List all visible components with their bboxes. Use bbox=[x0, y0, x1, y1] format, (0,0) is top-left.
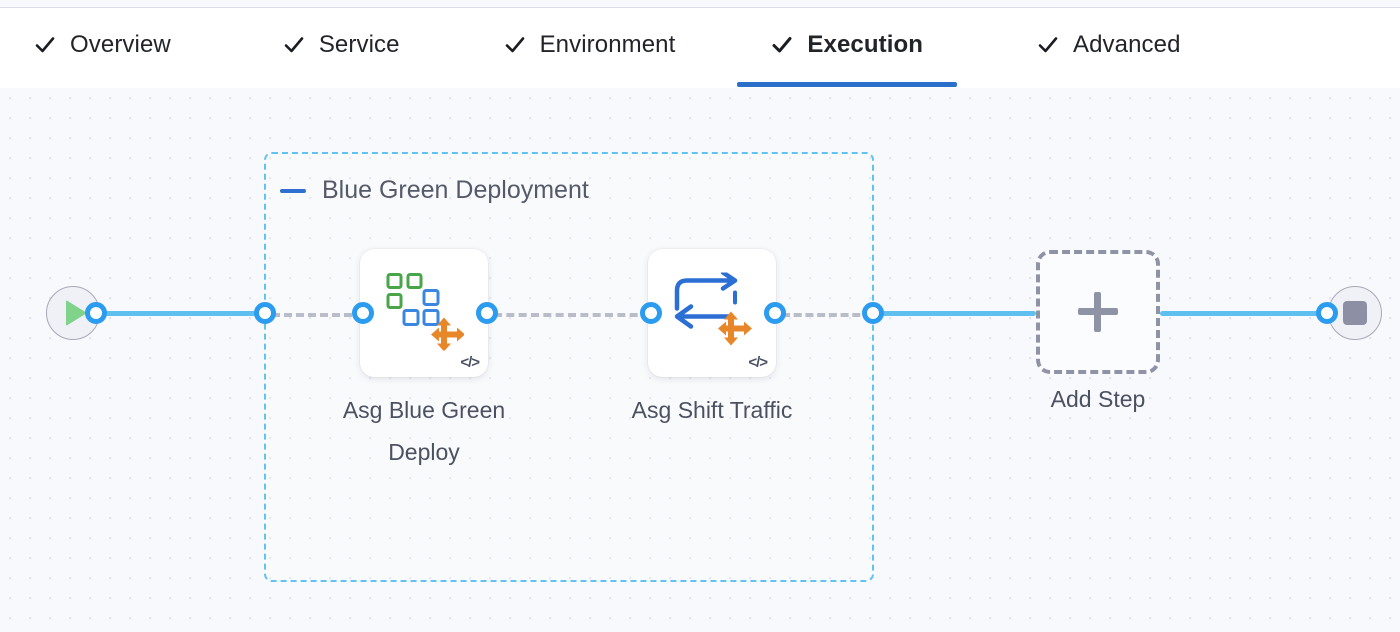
port-step1-output[interactable] bbox=[476, 302, 498, 324]
port-end-input[interactable] bbox=[1316, 302, 1338, 324]
stop-icon bbox=[1343, 301, 1367, 325]
stage-group-header[interactable]: Blue Green Deployment bbox=[280, 176, 589, 205]
tab-active-underline bbox=[737, 82, 957, 87]
tab-execution[interactable]: Execution bbox=[737, 9, 957, 87]
add-step-node[interactable]: Add Step bbox=[1036, 250, 1160, 412]
port-group-input[interactable] bbox=[254, 302, 276, 324]
tab-label: Service bbox=[318, 31, 400, 58]
check-icon bbox=[504, 34, 526, 56]
tab-overview[interactable]: Overview bbox=[34, 9, 171, 87]
step-label: Asg Shift Traffic bbox=[631, 397, 793, 423]
step-node-asg-blue-green-deploy[interactable]: </> Asg Blue Green Deploy bbox=[343, 249, 505, 465]
asg-blue-green-deploy-icon bbox=[384, 271, 465, 356]
port-step2-input[interactable] bbox=[640, 302, 662, 324]
connector-addstep-to-end bbox=[1160, 311, 1324, 316]
port-step2-output[interactable] bbox=[764, 302, 786, 324]
tab-label: Execution bbox=[807, 31, 923, 58]
add-step-button[interactable] bbox=[1036, 250, 1160, 374]
pipeline-canvas[interactable]: Blue Green Deployment bbox=[0, 88, 1400, 632]
check-icon bbox=[283, 34, 305, 56]
port-step1-input[interactable] bbox=[352, 302, 374, 324]
step-card[interactable]: </> bbox=[648, 249, 776, 377]
code-badge-icon: </> bbox=[460, 354, 480, 371]
port-start-output[interactable] bbox=[85, 302, 107, 324]
tab-label: Environment bbox=[539, 31, 676, 58]
connector-start-to-group bbox=[96, 311, 268, 316]
connector-step2-to-group-exit bbox=[782, 313, 872, 317]
stage-group-container[interactable] bbox=[264, 152, 874, 582]
plus-icon bbox=[1078, 292, 1118, 332]
asg-shift-traffic-icon bbox=[671, 270, 753, 354]
step-card[interactable]: </> bbox=[360, 249, 488, 377]
check-icon bbox=[1037, 34, 1059, 56]
step-node-asg-shift-traffic[interactable]: </> Asg Shift Traffic bbox=[632, 249, 792, 423]
play-icon bbox=[65, 300, 87, 326]
add-step-label: Add Step bbox=[1050, 386, 1146, 412]
top-strip bbox=[0, 0, 1400, 8]
tab-label: Overview bbox=[70, 31, 171, 58]
connector-group-to-addstep bbox=[874, 311, 1036, 316]
connector-step1-to-step2 bbox=[494, 313, 650, 317]
stage-group-title: Blue Green Deployment bbox=[322, 176, 589, 204]
tab-service[interactable]: Service bbox=[283, 9, 400, 87]
tab-environment[interactable]: Environment bbox=[504, 9, 676, 87]
tab-label: Advanced bbox=[1073, 31, 1181, 58]
check-icon bbox=[34, 34, 56, 56]
code-badge-icon: </> bbox=[748, 354, 768, 371]
port-group-output[interactable] bbox=[862, 302, 884, 324]
tab-advanced[interactable]: Advanced bbox=[1037, 9, 1181, 87]
minus-icon[interactable] bbox=[280, 188, 306, 193]
connector-group-to-step1 bbox=[272, 313, 364, 317]
pipeline-tab-bar: Overview Service Environment Execution bbox=[0, 9, 1400, 87]
check-icon bbox=[771, 34, 793, 56]
step-label: Asg Blue Green Deploy bbox=[342, 397, 506, 465]
